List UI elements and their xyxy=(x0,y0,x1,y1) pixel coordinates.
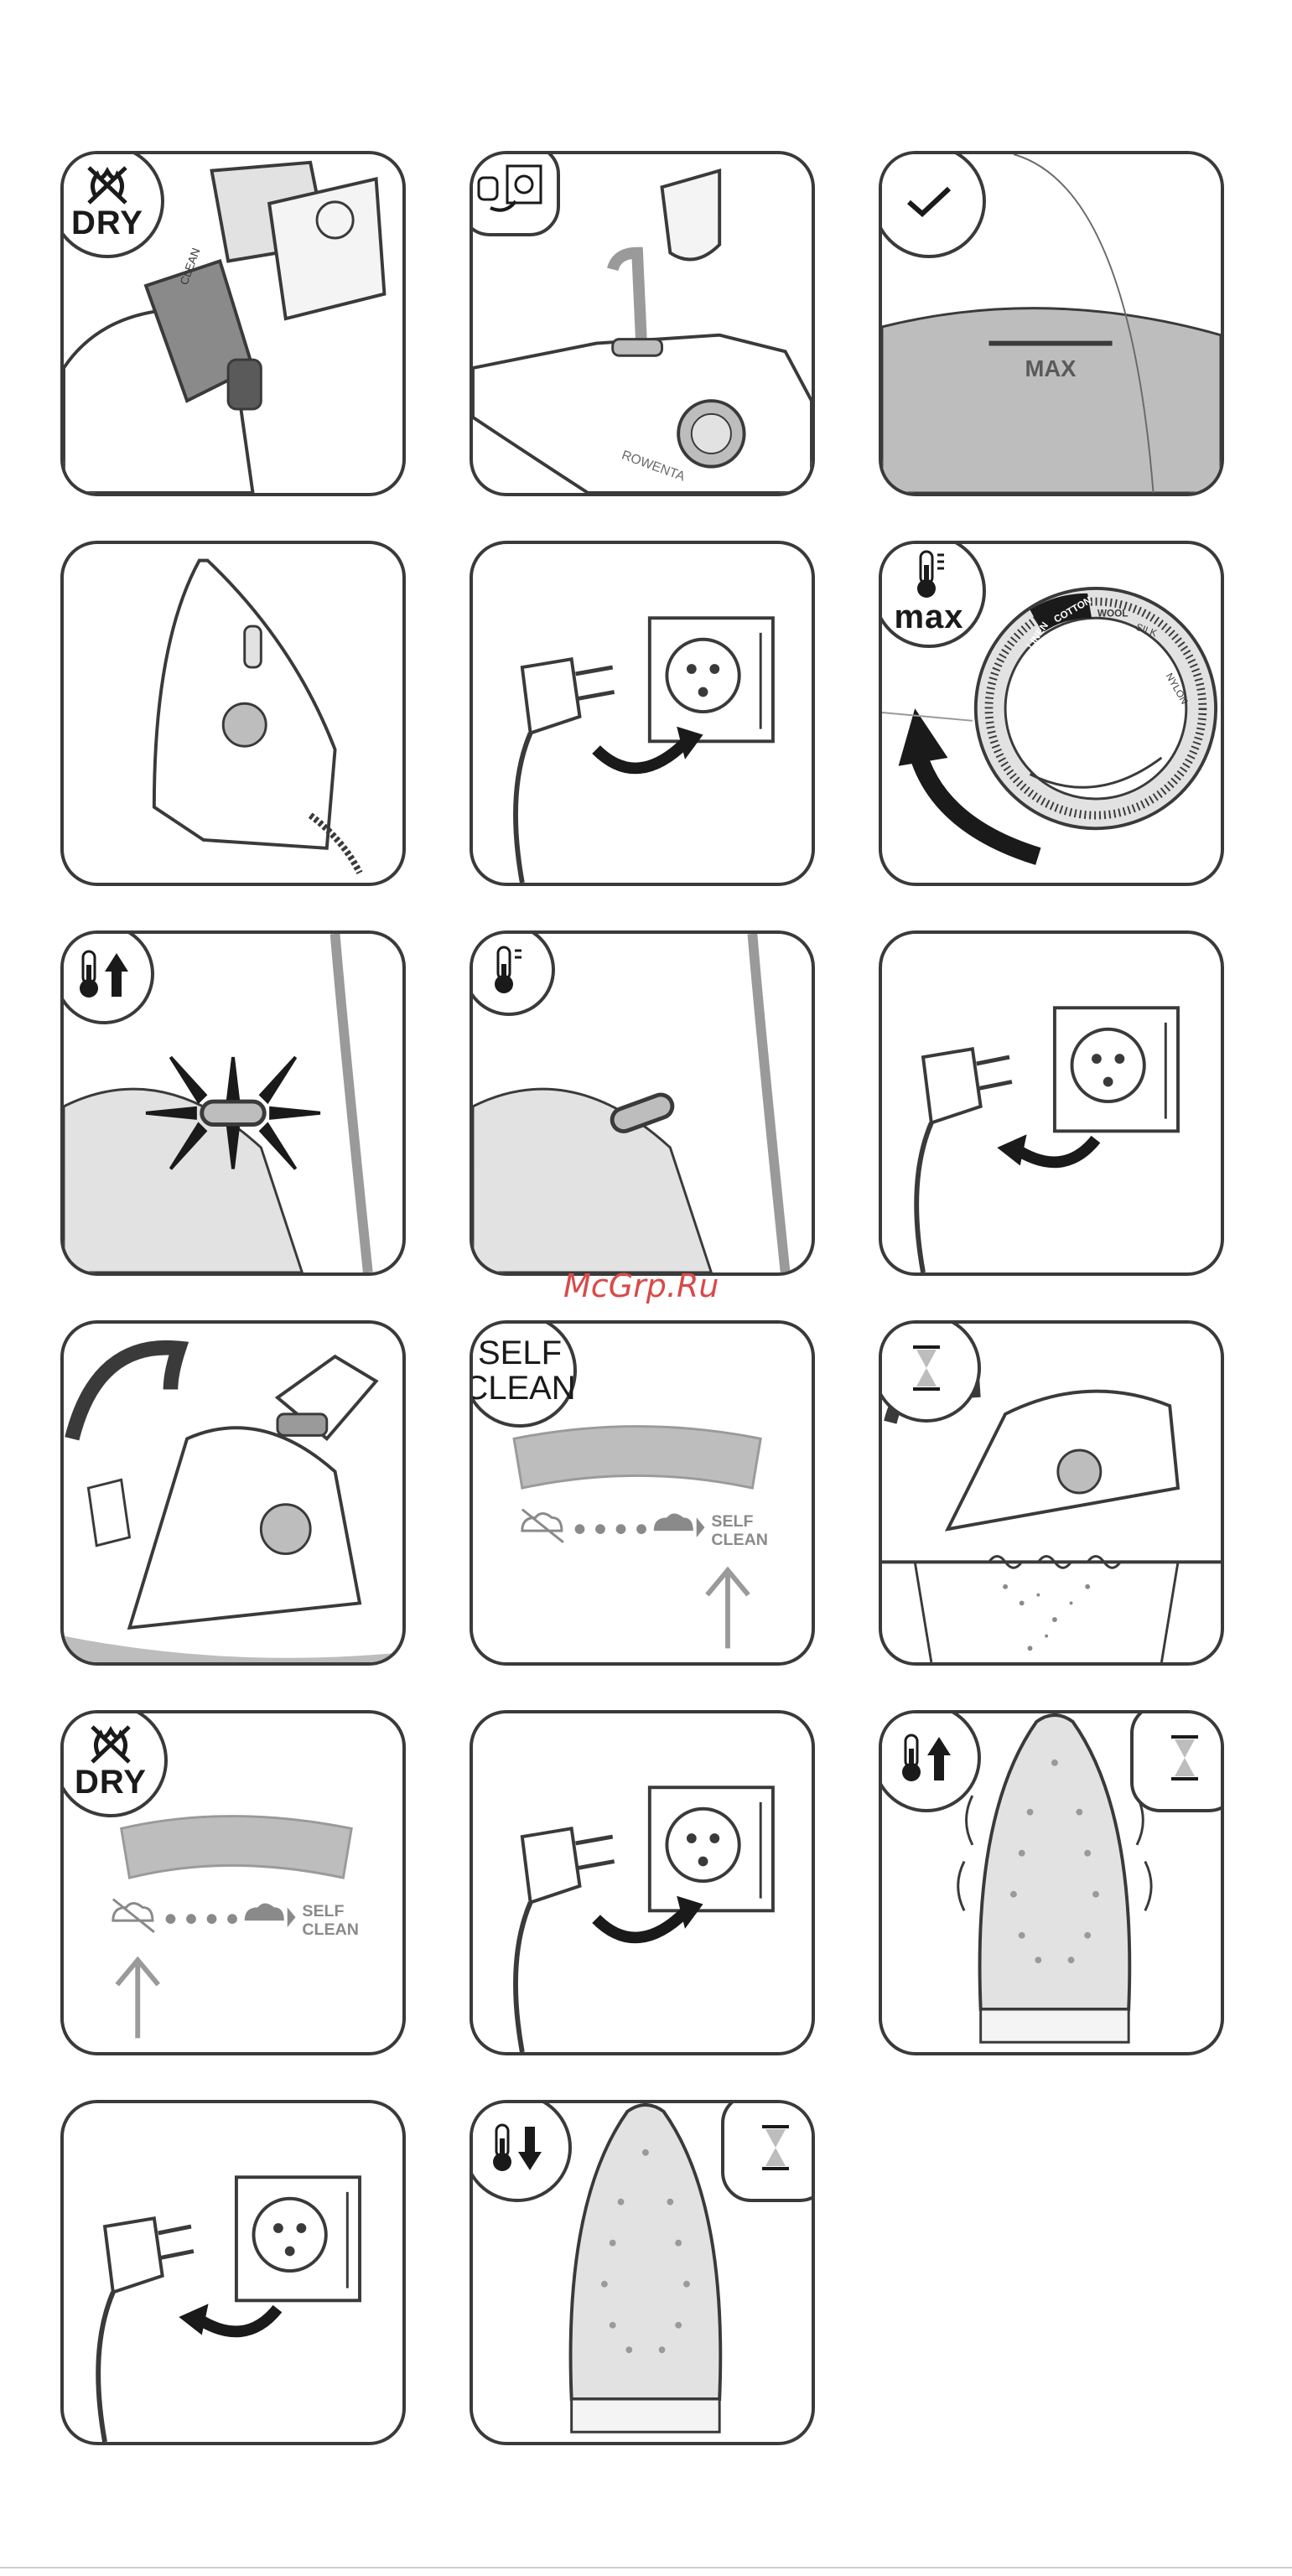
dial-label-wool: WOOL xyxy=(1097,608,1129,619)
panel-fill-tap xyxy=(60,1320,406,1666)
panel-max-level: MAX xyxy=(879,151,1224,496)
slider-self-label: SELF xyxy=(711,1512,753,1531)
dry-label-2: DRY xyxy=(75,1765,147,1799)
no-steam-icon-2 xyxy=(86,1722,136,1765)
wait-badge-3 xyxy=(721,2100,815,2202)
panel-soleplate-heat xyxy=(879,1710,1224,2055)
footer-divider xyxy=(0,2567,1292,2568)
unplug-illustration xyxy=(882,934,1221,1272)
thermometer-up-icon-2 xyxy=(897,1730,956,1786)
plug-in-illustration xyxy=(473,544,812,883)
thermometer-icon xyxy=(907,548,951,600)
panel-light-off xyxy=(470,930,815,1276)
no-steam-icon xyxy=(82,163,132,206)
panel-self-clean-slider: SELF CLEAN SELF CLEAN xyxy=(470,1320,815,1666)
panel-iron-upright xyxy=(60,541,406,886)
panel-self-clean-sink xyxy=(879,1320,1224,1666)
unplugged-badge xyxy=(470,151,560,236)
watermark: McGrp.Ru xyxy=(563,1267,719,1304)
hourglass-icon xyxy=(910,1345,943,1392)
hourglass-icon-3 xyxy=(759,2124,792,2171)
iron-upright-illustration xyxy=(64,544,402,883)
thermometer-down-icon xyxy=(488,2120,547,2175)
dry-slider-self-label: SELF xyxy=(302,1902,344,1920)
max-label: MAX xyxy=(1025,355,1077,381)
panel-soleplate-cool xyxy=(470,2100,815,2445)
panel-unplug-1 xyxy=(879,930,1224,1276)
plug-out-icon xyxy=(474,161,546,220)
hourglass-icon-2 xyxy=(1168,1734,1201,1781)
max-temp-label: max xyxy=(894,600,963,634)
panel-dry-setting: CLEAN DRY xyxy=(60,151,406,496)
thermometer-icon-2 xyxy=(490,944,528,996)
slider-clean-label: CLEAN xyxy=(711,1531,768,1549)
wait-badge-2 xyxy=(1130,1710,1224,1812)
self-clean-badge-text: SELF CLEAN xyxy=(470,1335,576,1406)
check-icon xyxy=(904,180,954,222)
panel-plug-in xyxy=(470,541,815,886)
panel-plug-in-2 xyxy=(470,1710,815,2055)
dry-slider-clean-label: CLEAN xyxy=(302,1920,359,1939)
panel-unplug-2 xyxy=(60,2100,406,2445)
panel-temp-dial: LINEN COTTON WOOL SILK NYLON max xyxy=(879,541,1224,886)
panel-dry-slider: SELF CLEAN DRY xyxy=(60,1710,406,2055)
panel-light-on xyxy=(60,930,406,1276)
dry-label: DRY xyxy=(71,206,143,240)
thermometer-up-icon xyxy=(75,946,133,1002)
plug-in-illustration-2 xyxy=(473,1713,812,2052)
iron-tap-illustration xyxy=(64,1324,402,1662)
panel-fill-water: ROWENTA xyxy=(470,151,815,496)
unplug-illustration-2 xyxy=(64,2103,402,2442)
